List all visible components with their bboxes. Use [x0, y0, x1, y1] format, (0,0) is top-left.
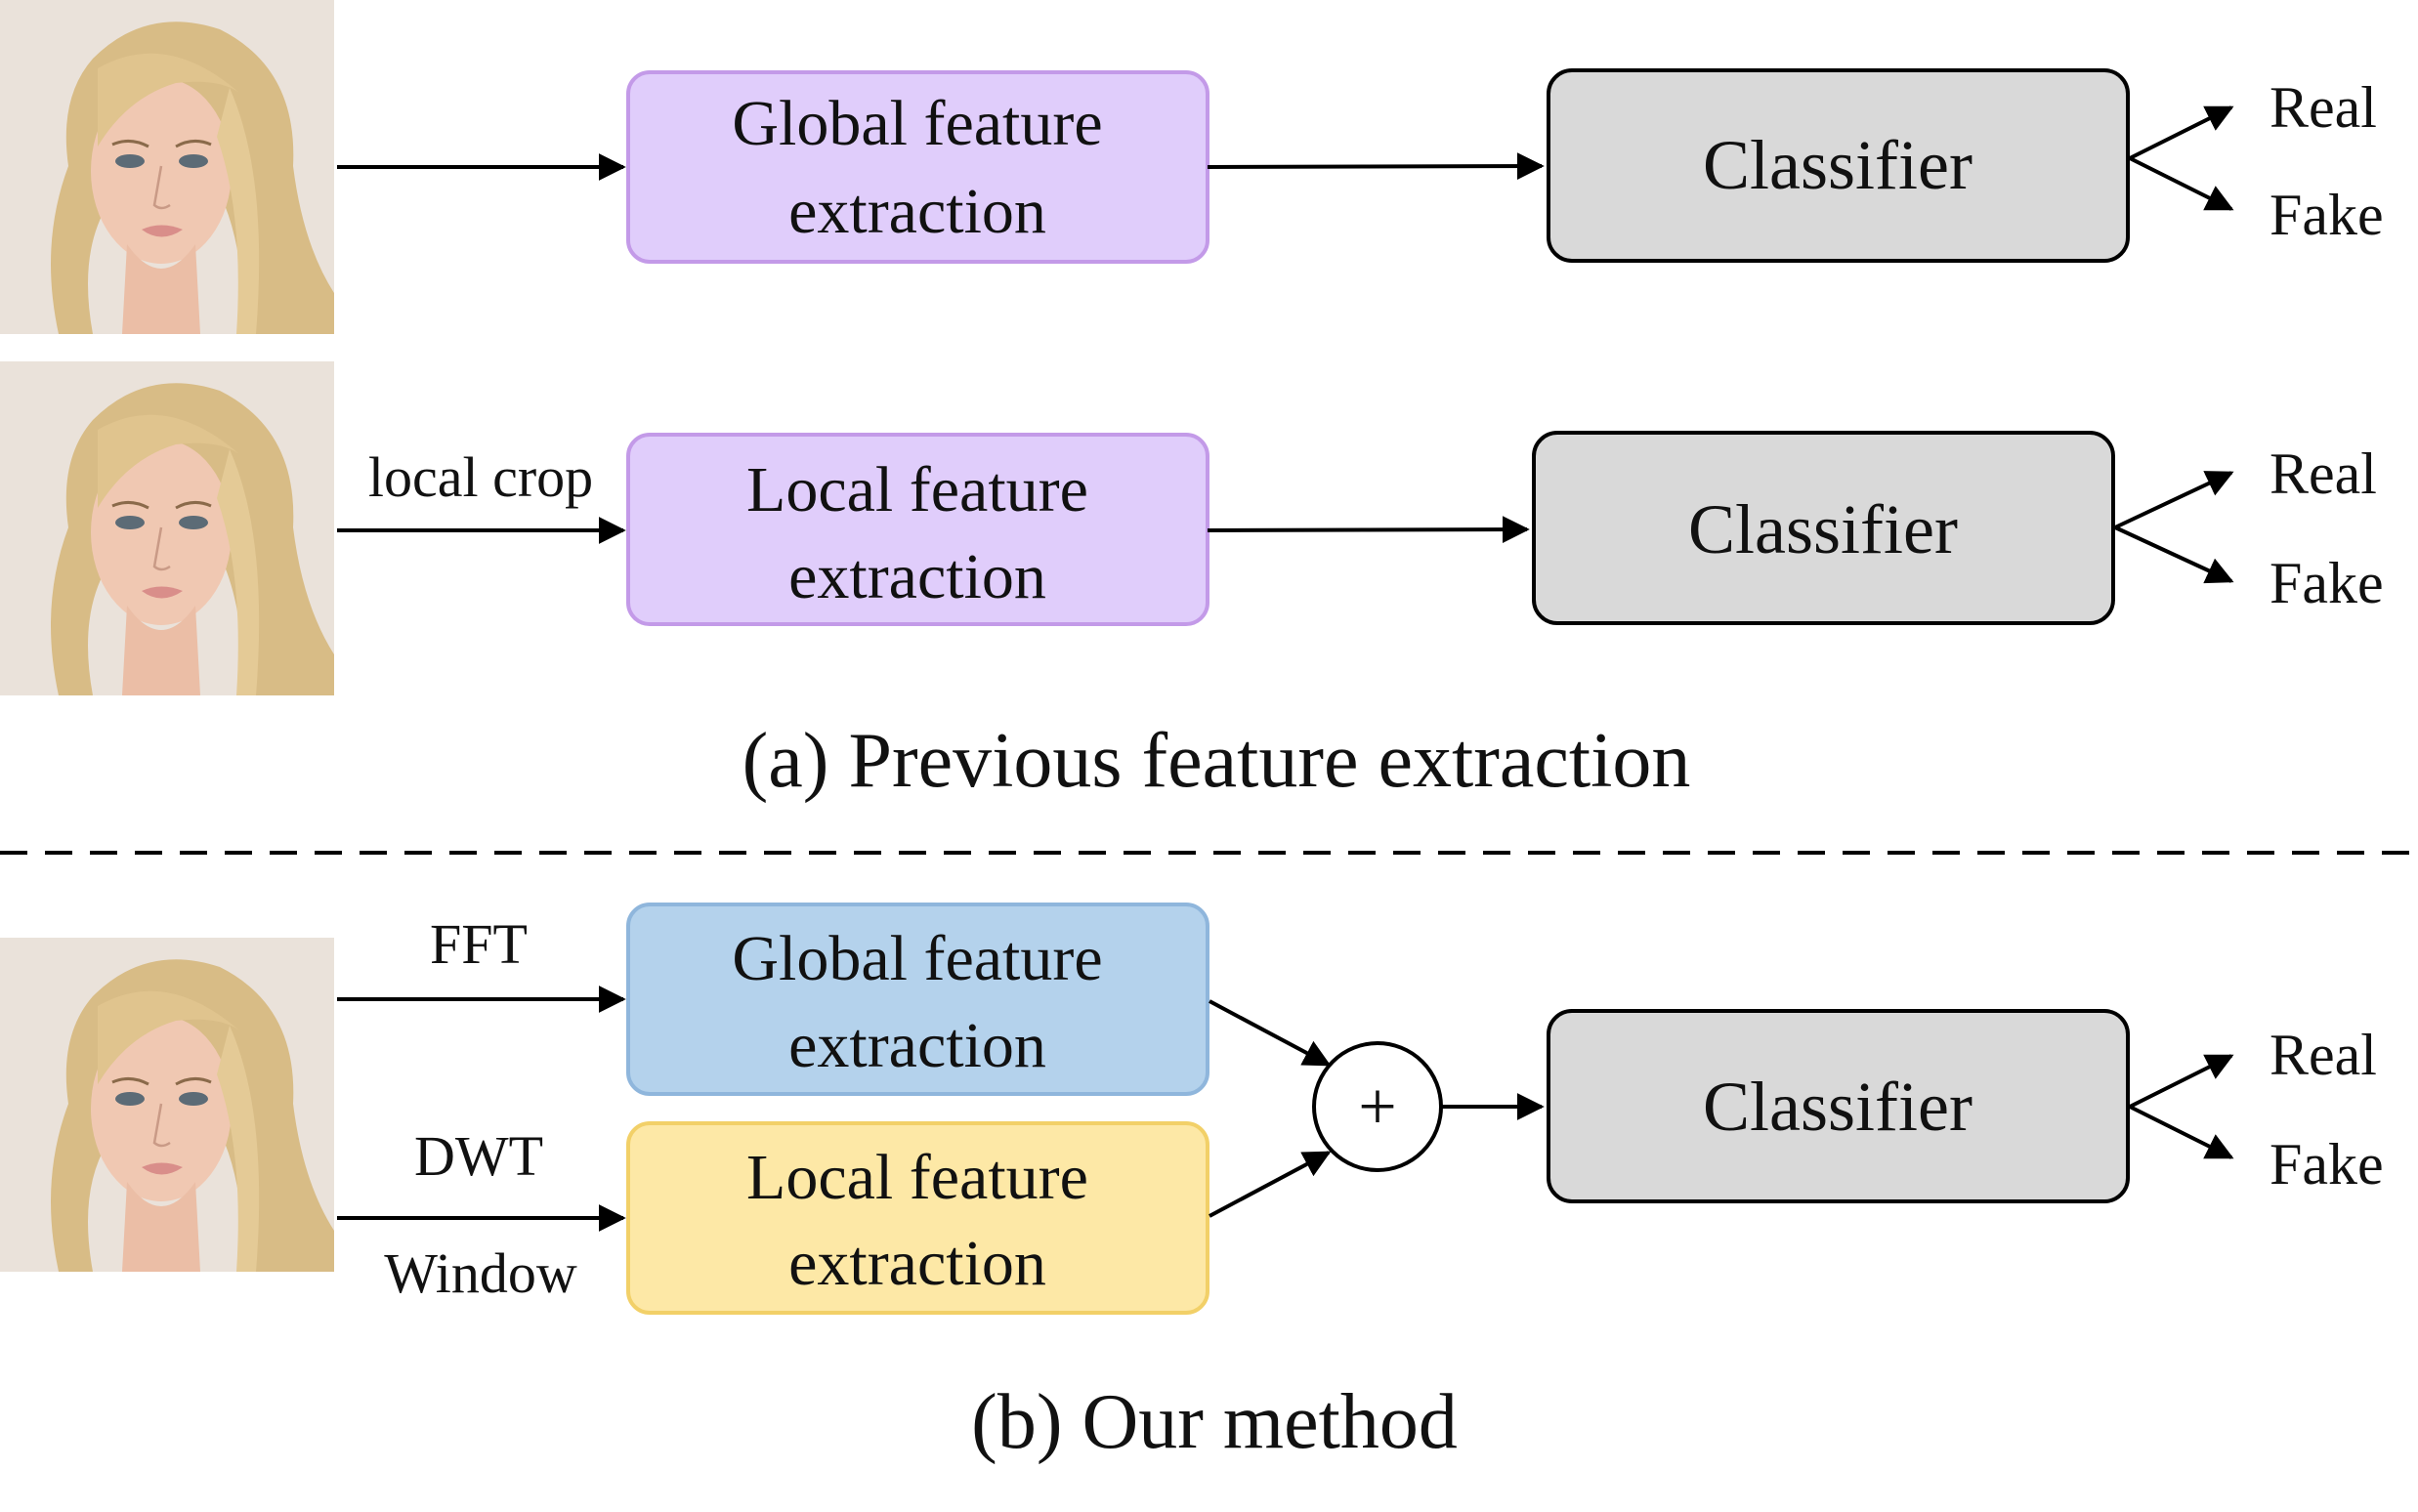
classifier-label: Classifier: [1703, 1068, 1973, 1146]
global-feature-label-line1: Global feature: [732, 88, 1102, 159]
local-crop-label: local crop: [368, 445, 593, 509]
arrow: [2129, 105, 2234, 160]
output-real: Real: [2270, 441, 2377, 506]
face-photo: [0, 936, 336, 1274]
classifier-box: [1547, 1009, 2130, 1203]
classifier-box: [1532, 431, 2115, 625]
local-feature-box: [626, 1121, 1209, 1315]
local-feature-label-line1: Local feature: [746, 454, 1088, 525]
arrow: [2114, 525, 2234, 584]
arrow: [2129, 1054, 2234, 1109]
arrow: [1207, 516, 1530, 544]
caption-a: (a) Previous feature extraction: [742, 718, 1691, 804]
arrow: [1209, 999, 1332, 1067]
classifier-label: Classifier: [1703, 126, 1973, 204]
output-real: Real: [2270, 1023, 2377, 1087]
fft-label: FFT: [430, 912, 528, 976]
global-feature-box: [626, 903, 1209, 1096]
global-feature-label-line1: Global feature: [732, 923, 1102, 994]
arrow: [2129, 156, 2234, 211]
local-feature-label-line1: Local feature: [746, 1142, 1088, 1213]
arrow: [2114, 471, 2234, 529]
local-feature-label-line2: extraction: [788, 1228, 1046, 1299]
output-fake: Fake: [2270, 551, 2384, 615]
dwt-label: DWT: [414, 1124, 543, 1188]
arrow: [2129, 1105, 2234, 1159]
output-real: Real: [2270, 75, 2377, 140]
arrow: [1207, 152, 1545, 181]
global-feature-label-line2: extraction: [788, 176, 1046, 247]
face-photo: [0, 359, 336, 697]
window-label: Window: [384, 1241, 577, 1305]
global-feature-label-line2: extraction: [788, 1010, 1046, 1081]
caption-b: (b) Our method: [971, 1379, 1458, 1465]
face-photo: [0, 0, 336, 336]
output-fake: Fake: [2270, 1132, 2384, 1197]
fusion-symbol: +: [1358, 1070, 1396, 1145]
output-fake: Fake: [2270, 183, 2384, 247]
local-feature-label-line2: extraction: [788, 541, 1046, 612]
plus-circle-icon: [1312, 1041, 1443, 1172]
classifier-box: [1547, 68, 2130, 263]
arrow: [1209, 1151, 1332, 1218]
classifier-label: Classifier: [1688, 490, 1958, 568]
